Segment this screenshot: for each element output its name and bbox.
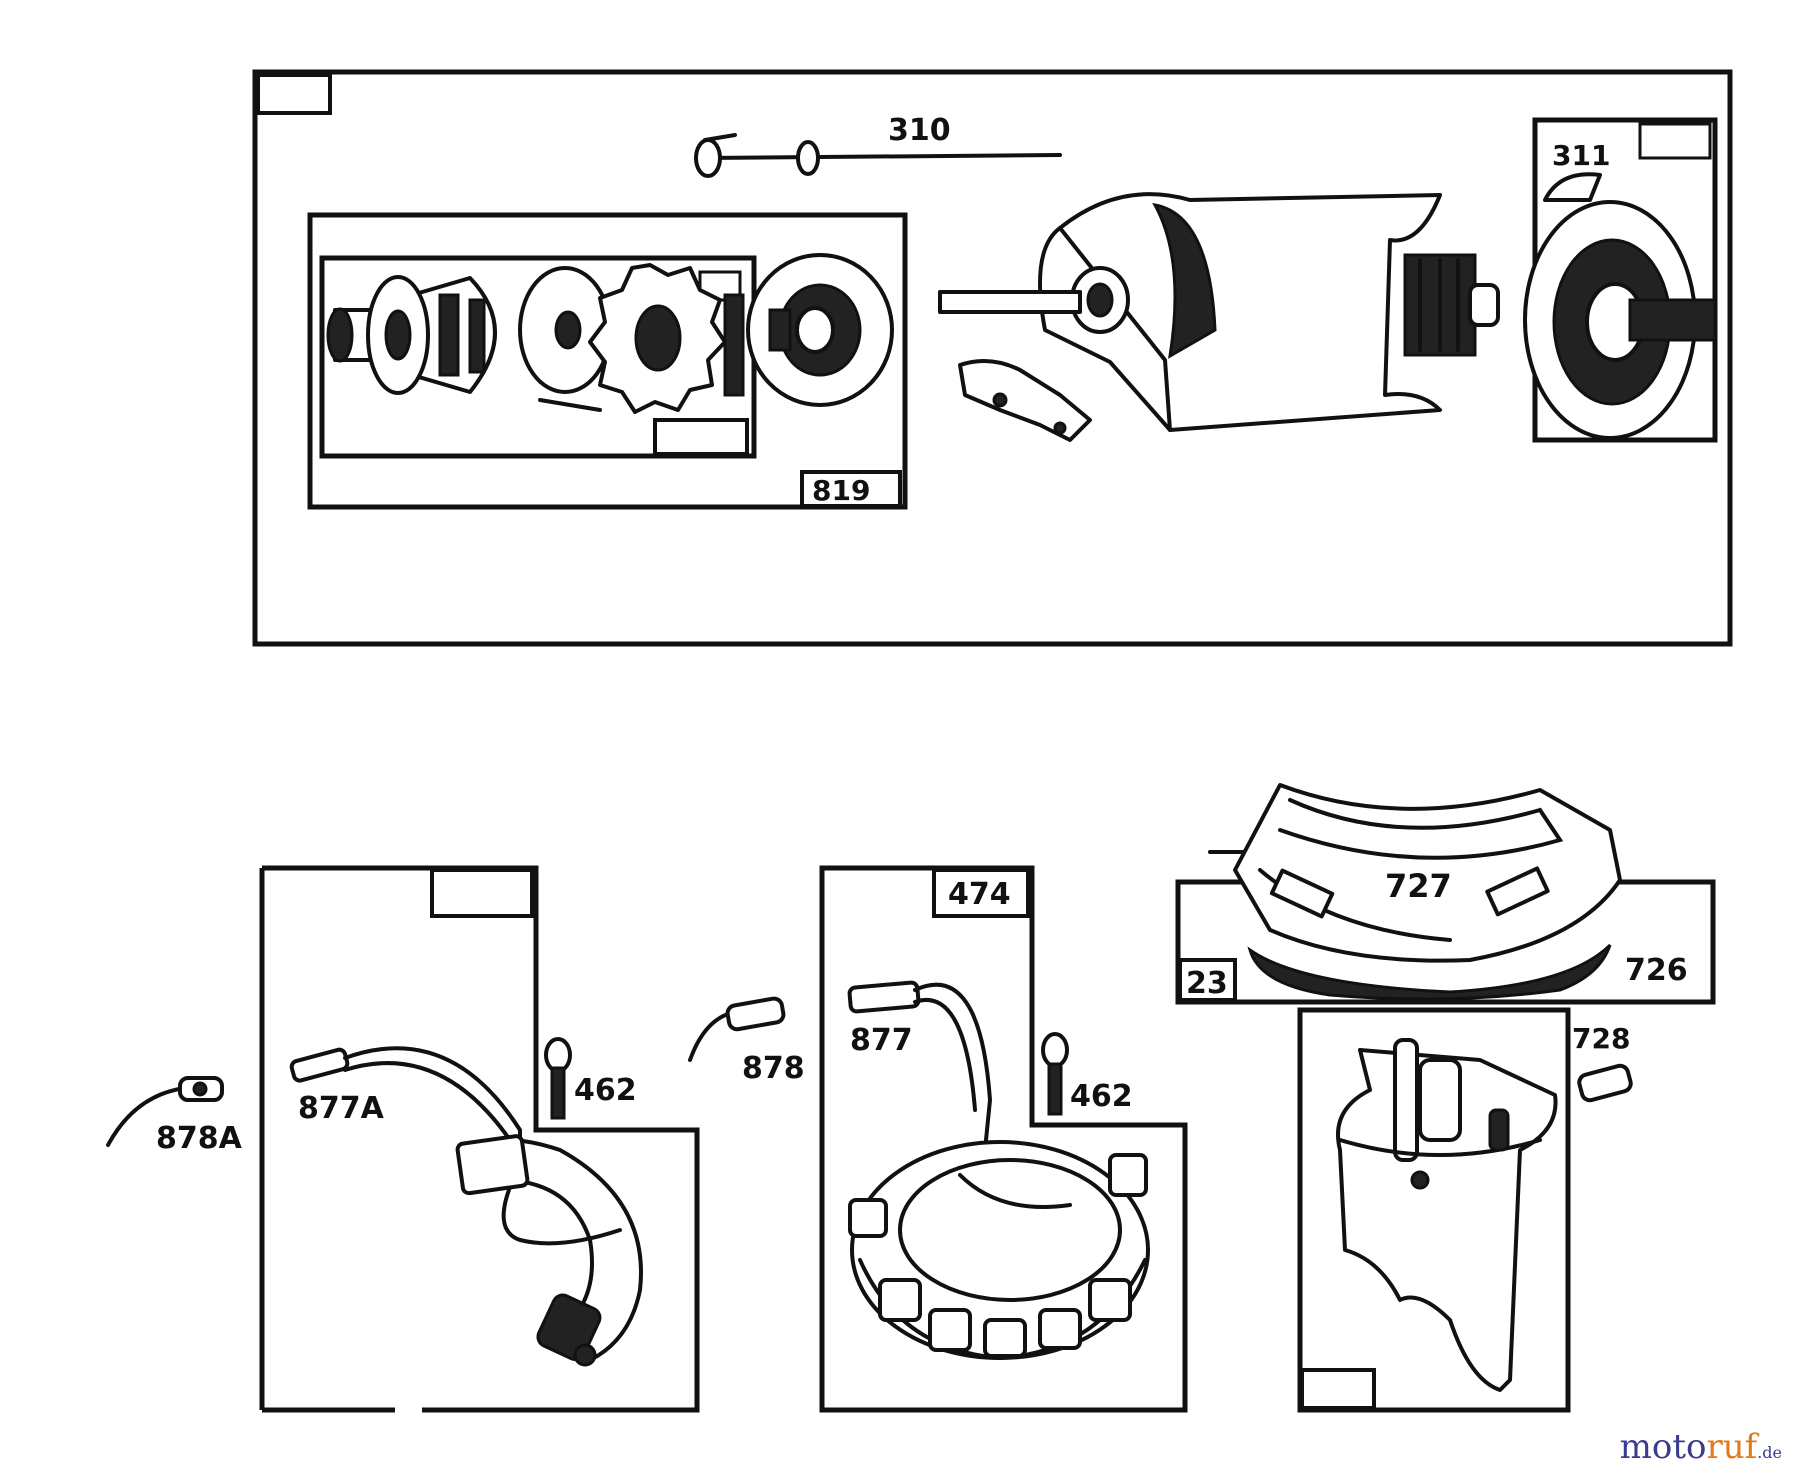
- connector-left-part: [289, 1046, 522, 1162]
- alternator-left-box: [262, 865, 700, 1413]
- cover-box-tag: [1178, 958, 1237, 1002]
- plug-mid-label: 878: [742, 1051, 805, 1086]
- endcap-right-part: [1523, 172, 1717, 440]
- starter-assembly-group: 310 819: [252, 69, 1733, 647]
- starter-assembly-tag: [256, 73, 332, 115]
- starter-assembly-box: [252, 69, 1733, 647]
- bracket-box: [1297, 1007, 1571, 1413]
- watermark-accent: ruf: [1706, 1427, 1758, 1467]
- armature-gear-part: [1403, 253, 1500, 357]
- connector-mid-part: [847, 980, 993, 1152]
- pinion-part: [326, 275, 497, 395]
- screw-left-label: 462: [574, 1073, 637, 1108]
- connector-left-label: 877A: [298, 1091, 385, 1126]
- clip-part: [1577, 1063, 1633, 1103]
- alternator-mid-group: 474 878 877 462: [688, 865, 1188, 1413]
- cover-group: 23 727 726: [1175, 783, 1716, 1413]
- plug-mid-part: [725, 996, 786, 1032]
- washer-part: [518, 266, 612, 394]
- alternator-mid-box: [819, 865, 1188, 1413]
- alternator-left-group: 878A 877A 462: [106, 865, 700, 1413]
- bearing-part: [746, 253, 894, 407]
- washer-leader: [538, 398, 602, 412]
- alternator-left-tag: [430, 868, 534, 918]
- motor-housing-part: [938, 192, 1442, 442]
- watermark-tld: .de: [1757, 1443, 1782, 1462]
- screw-mid-label: 462: [1070, 1079, 1133, 1114]
- drive-group-box: [307, 212, 908, 510]
- alternator-left-coil: [455, 1134, 643, 1367]
- endcap-top-label: 311: [1552, 139, 1610, 172]
- pad-label: 726: [1625, 953, 1688, 988]
- bracket-part: [1336, 1038, 1558, 1392]
- connector-mid-label: 877: [850, 1023, 913, 1058]
- bracket-tag: [1300, 1368, 1376, 1410]
- cover-label: 727: [1385, 867, 1452, 905]
- alternator-mid-tag: [932, 868, 1030, 918]
- rect-box-label: 23: [1186, 966, 1228, 1001]
- shaft-part: [694, 133, 1062, 178]
- alternator-mid-label: 474: [948, 877, 1011, 912]
- plug-left-label: 878A: [156, 1121, 243, 1156]
- clip-label: 728: [1572, 1022, 1630, 1055]
- wire-left: [106, 1086, 187, 1147]
- plug-left-part: [178, 1076, 224, 1102]
- cover-part: [1233, 783, 1622, 963]
- endcap-right-tag: [1638, 122, 1712, 160]
- drive-group-label: 819: [812, 474, 870, 507]
- watermark: motoruf.de: [1620, 1427, 1782, 1467]
- screw-left-part: [544, 1037, 572, 1120]
- stator-part: [848, 1140, 1150, 1361]
- pad-part: [1247, 943, 1612, 1001]
- watermark-main: moto: [1619, 1427, 1707, 1467]
- drive-group-tag: [800, 470, 902, 508]
- drive-inner-tag: [653, 418, 749, 456]
- gear-part: [588, 263, 745, 414]
- shaft-label: 310: [888, 113, 951, 148]
- screw-mid-part: [1041, 1032, 1069, 1116]
